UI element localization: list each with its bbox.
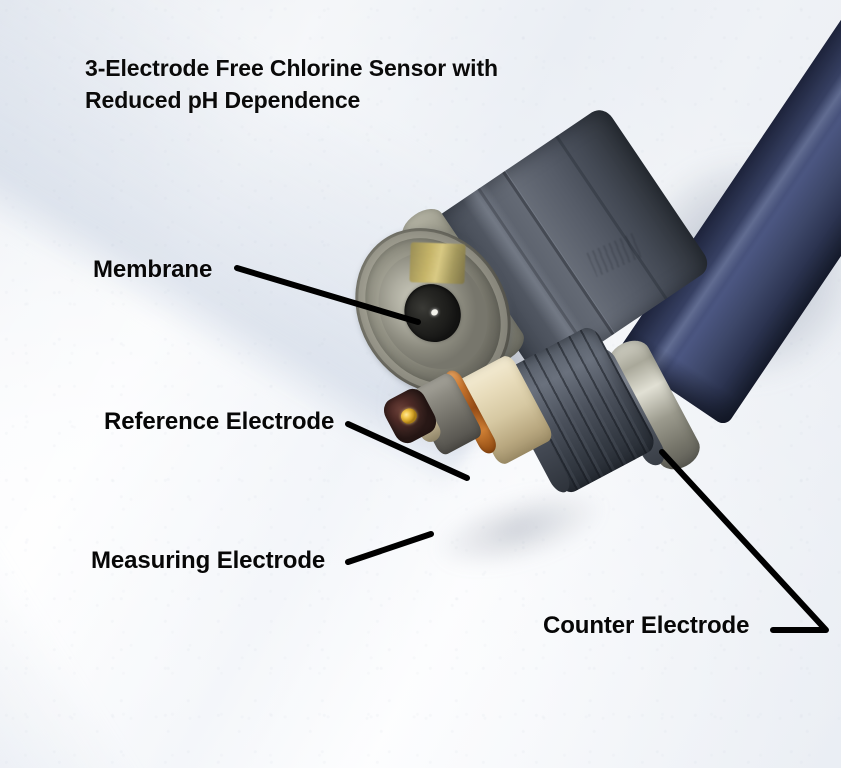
label-membrane: Membrane	[93, 256, 213, 283]
label-reference-electrode: Reference Electrode	[104, 408, 335, 435]
leader-line-counter-electrode	[659, 449, 829, 633]
leader-line-membrane	[234, 265, 421, 325]
label-measuring-electrode: Measuring Electrode	[91, 547, 326, 574]
leader-line-reference-electrode	[345, 421, 470, 481]
title-line-2: Reduced pH Dependence	[85, 87, 361, 113]
leader-line-measuring-electrode	[345, 531, 434, 565]
title-line-1: 3-Electrode Free Chlorine Sensor with	[85, 55, 498, 81]
label-counter-electrode: Counter Electrode	[543, 612, 750, 639]
diagram-title: 3-Electrode Free Chlorine Sensor with Re…	[85, 52, 498, 116]
